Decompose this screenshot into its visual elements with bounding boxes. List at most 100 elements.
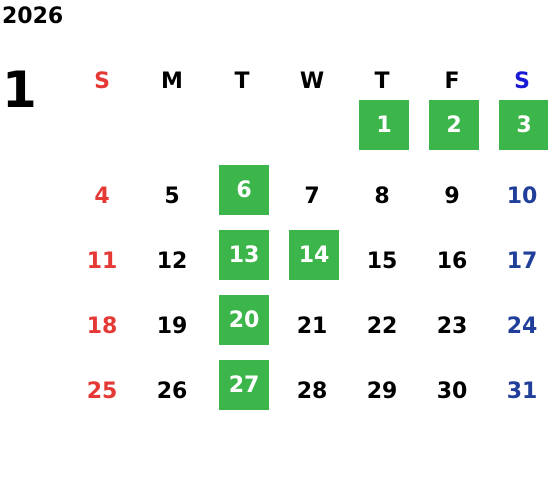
calendar-day[interactable]: 16: [417, 230, 487, 295]
calendar-day-empty: [277, 100, 347, 165]
day-number: 12: [156, 248, 188, 274]
weekday-header: S: [487, 62, 548, 100]
day-number: 18: [86, 313, 118, 339]
calendar-day[interactable]: 27: [207, 360, 277, 425]
calendar-day[interactable]: 10: [487, 165, 548, 230]
calendar-day[interactable]: 15: [347, 230, 417, 295]
day-number: 30: [436, 378, 468, 404]
calendar-day[interactable]: 29: [347, 360, 417, 425]
week-row: 25 26 27 28 29 30 31: [67, 360, 548, 425]
weekday-label-thursday: T: [374, 68, 390, 94]
weekday-label-monday: M: [161, 68, 183, 94]
calendar-day[interactable]: 8: [347, 165, 417, 230]
calendar-day[interactable]: 12: [137, 230, 207, 295]
highlight-box: [289, 230, 339, 280]
highlight-box: [219, 295, 269, 345]
calendar-day[interactable]: 20: [207, 295, 277, 360]
calendar-day[interactable]: 26: [137, 360, 207, 425]
weekday-label-tuesday: T: [234, 68, 250, 94]
calendar-day[interactable]: 4: [67, 165, 137, 230]
day-number: 6: [236, 177, 252, 203]
highlight-box: [499, 100, 548, 150]
day-number: 3: [516, 112, 532, 138]
calendar-day[interactable]: 24: [487, 295, 548, 360]
weekday-label-saturday: S: [514, 68, 530, 94]
day-number: [207, 106, 277, 156]
week-row: 18 19 20 21 22 23 24: [67, 295, 548, 360]
day-number: [277, 106, 347, 156]
weekday-header: F: [417, 62, 487, 100]
calendar-day[interactable]: 28: [277, 360, 347, 425]
calendar-day[interactable]: 2: [417, 100, 487, 165]
calendar-day[interactable]: 30: [417, 360, 487, 425]
calendar-day[interactable]: 1: [347, 100, 417, 165]
highlight-box: [359, 100, 409, 150]
day-number: 22: [366, 313, 398, 339]
day-number: 27: [228, 372, 260, 398]
highlight-box: [219, 360, 269, 410]
week-row: 11 12 13 14 15 16 17: [67, 230, 548, 295]
weekday-header-row: S M T W T F S: [67, 62, 548, 100]
day-number: 11: [86, 248, 118, 274]
weekday-header: S: [67, 62, 137, 100]
day-number: 19: [156, 313, 188, 339]
calendar-day[interactable]: 22: [347, 295, 417, 360]
calendar-day[interactable]: 17: [487, 230, 548, 295]
weekday-label-sunday: S: [94, 68, 110, 94]
day-number: [67, 106, 137, 156]
day-number: 28: [296, 378, 328, 404]
highlight-box: [429, 100, 479, 150]
highlight-box: [219, 230, 269, 280]
calendar-day[interactable]: 7: [277, 165, 347, 230]
day-number: [137, 106, 207, 156]
day-number: 29: [366, 378, 398, 404]
calendar-day[interactable]: 23: [417, 295, 487, 360]
highlight-box: [219, 165, 269, 215]
day-number: 26: [156, 378, 188, 404]
day-number: 7: [304, 183, 320, 209]
calendar-day[interactable]: 6: [207, 165, 277, 230]
weekday-label-wednesday: W: [299, 68, 325, 94]
day-number: 9: [444, 183, 460, 209]
day-number: 21: [296, 313, 328, 339]
calendar-day[interactable]: 13: [207, 230, 277, 295]
day-number: 14: [298, 242, 330, 268]
day-number: 10: [506, 183, 538, 209]
calendar-day[interactable]: 31: [487, 360, 548, 425]
weekday-header: T: [207, 62, 277, 100]
day-number: 15: [366, 248, 398, 274]
calendar-day-empty: [67, 100, 137, 165]
day-number: 2: [446, 112, 462, 138]
day-number: 1: [376, 112, 392, 138]
day-number: 17: [506, 248, 538, 274]
calendar-day[interactable]: 14: [277, 230, 347, 295]
calendar-day[interactable]: 19: [137, 295, 207, 360]
calendar-day[interactable]: 9: [417, 165, 487, 230]
day-number: 23: [436, 313, 468, 339]
calendar-day[interactable]: 18: [67, 295, 137, 360]
day-number: 25: [86, 378, 118, 404]
year-label: 2026: [2, 4, 64, 29]
day-number: 4: [94, 183, 110, 209]
day-number: 16: [436, 248, 468, 274]
week-row: 1 2 3: [67, 100, 548, 165]
calendar-day-empty: [137, 100, 207, 165]
calendar-day-empty: [207, 100, 277, 165]
calendar-day[interactable]: 5: [137, 165, 207, 230]
weekday-header: T: [347, 62, 417, 100]
calendar-day[interactable]: 21: [277, 295, 347, 360]
calendar-day[interactable]: 11: [67, 230, 137, 295]
day-number: 13: [228, 242, 260, 268]
weekday-header: W: [277, 62, 347, 100]
day-number: 24: [506, 313, 538, 339]
day-number: 5: [164, 183, 180, 209]
weekday-label-friday: F: [444, 68, 460, 94]
calendar-day[interactable]: 25: [67, 360, 137, 425]
calendar-day[interactable]: 3: [487, 100, 548, 165]
day-number: 20: [228, 307, 260, 333]
day-number: 8: [374, 183, 390, 209]
week-row: 4 5 6 7 8 9 10: [67, 165, 548, 230]
day-number: 31: [506, 378, 538, 404]
